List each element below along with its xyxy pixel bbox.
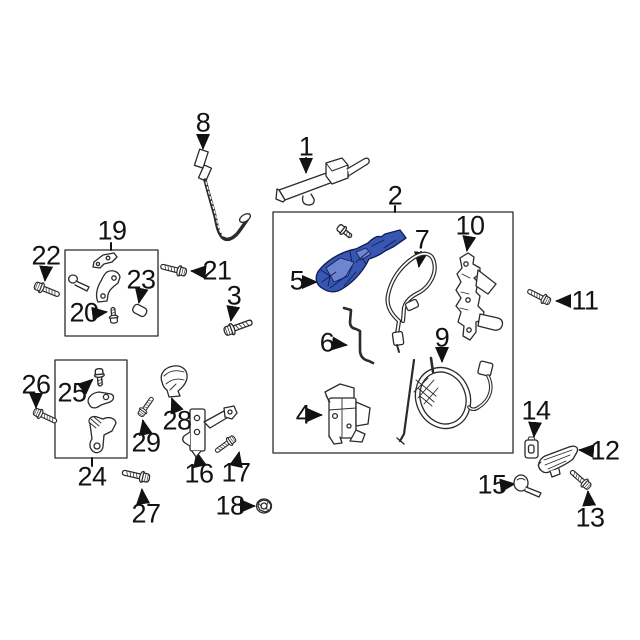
part-29-bolt bbox=[135, 394, 157, 419]
part-13-bolt bbox=[567, 466, 594, 492]
callout-14: 14 bbox=[521, 395, 551, 426]
part-11-bolt bbox=[525, 285, 553, 307]
part-28-hinge-body bbox=[160, 365, 188, 398]
callout-22: 22 bbox=[31, 240, 61, 271]
callout-25: 25 bbox=[57, 377, 87, 408]
callout-21: 21 bbox=[202, 255, 232, 286]
callout-29: 29 bbox=[131, 427, 161, 458]
part-27-bolt bbox=[120, 466, 152, 485]
callout-4: 4 bbox=[295, 399, 311, 430]
callout-17: 17 bbox=[221, 457, 251, 488]
part-17-bolt bbox=[212, 433, 238, 456]
part-10-latch-bracket bbox=[455, 252, 504, 341]
part-20-screw bbox=[107, 306, 120, 325]
part-15-lock-cylinder-key bbox=[513, 474, 542, 498]
callout-15: 15 bbox=[477, 469, 507, 500]
part-1-handle-reinforcement bbox=[275, 157, 370, 206]
part-22-bolt bbox=[32, 279, 62, 301]
part-25-screw bbox=[93, 367, 106, 388]
callout-7: 7 bbox=[414, 224, 430, 255]
part-14-clip bbox=[524, 436, 539, 459]
callout-18: 18 bbox=[215, 490, 245, 521]
callout-16: 16 bbox=[184, 458, 214, 489]
part-23-bushing bbox=[132, 303, 148, 318]
callout-1: 1 bbox=[298, 131, 314, 162]
callout-23: 23 bbox=[126, 264, 156, 295]
part-8-lock-rod bbox=[193, 148, 252, 242]
callout-28: 28 bbox=[162, 405, 192, 436]
callout-6: 6 bbox=[319, 327, 335, 358]
part-7-release-cable bbox=[385, 251, 437, 353]
callout-20: 20 bbox=[69, 297, 99, 328]
callout-3: 3 bbox=[226, 280, 242, 311]
callout-5: 5 bbox=[289, 265, 305, 296]
part-16-door-check bbox=[182, 405, 238, 458]
callout-13: 13 bbox=[575, 502, 605, 533]
callout-26: 26 bbox=[21, 369, 51, 400]
callout-2: 2 bbox=[387, 180, 403, 211]
part-19-bracket-kit bbox=[67, 252, 148, 325]
callout-24: 24 bbox=[77, 461, 107, 492]
part-21-bolt bbox=[159, 260, 189, 279]
screw-icon bbox=[334, 222, 355, 242]
part-6-latch-rod bbox=[342, 306, 375, 365]
assembly-box-2 bbox=[272, 211, 514, 454]
callout-10: 10 bbox=[455, 210, 485, 241]
callout-12: 12 bbox=[590, 435, 620, 466]
callout-11: 11 bbox=[571, 285, 599, 316]
part-18-nut bbox=[255, 498, 273, 514]
callout-27: 27 bbox=[131, 498, 161, 529]
part-12-handle-bezel bbox=[537, 445, 579, 478]
part-5-door-latch-highlighted bbox=[315, 229, 407, 293]
part-24-hinge-kit bbox=[87, 367, 117, 454]
callout-arrows bbox=[29, 134, 597, 513]
part-3-bolt bbox=[221, 315, 255, 338]
callout-19: 19 bbox=[97, 215, 127, 246]
callout-8: 8 bbox=[195, 107, 211, 138]
part-4-lock-actuator bbox=[324, 383, 371, 445]
callout-9: 9 bbox=[434, 322, 450, 353]
part-9-lock-cable bbox=[396, 356, 494, 445]
